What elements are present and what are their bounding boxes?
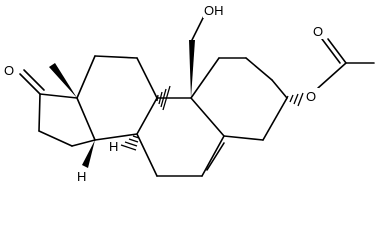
- c5-c6-double-bond: [206, 142, 225, 171]
- ring-d: [38, 93, 96, 147]
- ketone-oxygen-label: O: [4, 63, 14, 78]
- ch2-oh-bond: [191, 13, 206, 41]
- c3-stereo-hash: [285, 92, 304, 107]
- c14-h-wedge: [82, 140, 95, 168]
- c19-hydroxymethyl-wedge: [189, 40, 195, 98]
- c13-methyl-wedge: [49, 63, 77, 98]
- hydroxyl-label: OH: [204, 3, 224, 18]
- c8-stereo-hash: [120, 135, 140, 151]
- structural-formula: O OH O O H H: [3, 2, 375, 184]
- ring-b: [136, 97, 225, 177]
- carbonyl-oxygen-label: O: [313, 24, 323, 39]
- c9-stereo-hash: [156, 85, 171, 111]
- c14-hydrogen-label: H: [77, 169, 86, 184]
- acetate-group: [317, 38, 375, 89]
- ketone-group: [19, 69, 45, 95]
- ring-c: [76, 55, 158, 141]
- ring-a: [190, 57, 288, 141]
- ester-oxygen-label: O: [306, 89, 316, 104]
- c8-hydrogen-label: H: [109, 139, 118, 154]
